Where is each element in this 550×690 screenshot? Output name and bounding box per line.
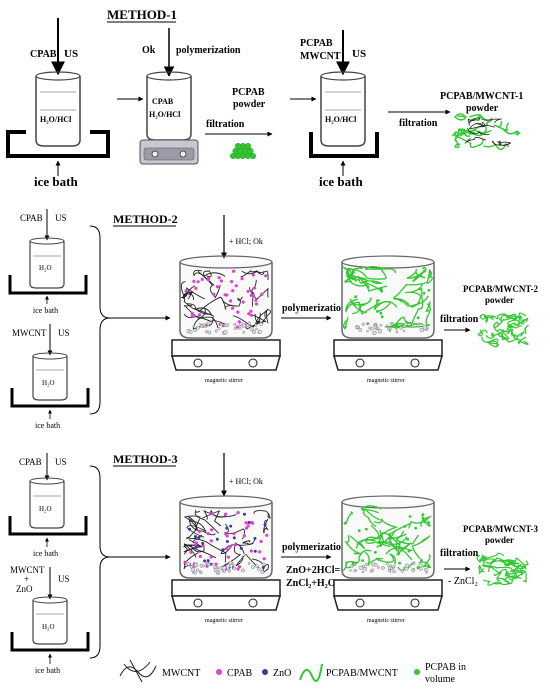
reaction-equation-2: ZnCl₂+H₂O — [286, 578, 336, 589]
large-beaker-m3-reaction — [179, 495, 273, 579]
large-beaker-m2-reaction — [179, 255, 273, 339]
pcpab-mwcnt-3-powder-icon — [476, 552, 529, 586]
large-beaker-m2-product — [341, 255, 435, 339]
beaker-1-content: H₂O/HCl — [40, 115, 72, 124]
polymerization-m3: polymerization — [282, 542, 347, 553]
pcpab-mwcnt-1-composite-icon — [452, 113, 521, 151]
mwcnt-label-m3: MWCNT — [10, 565, 45, 575]
mwcnt-input-label: MWCNT — [300, 51, 341, 62]
pcpab-powder-icon — [229, 142, 256, 159]
ok-label: Ok — [142, 45, 156, 56]
pcpab-mwcnt-2-powder-icon — [477, 312, 529, 348]
method-2-title: METHOD-2 — [113, 212, 178, 226]
legend: MWCNT CPAB ZnO PCPAB/MWCNT PCPAB in volu… — [119, 659, 466, 685]
polymerization-m2: polymerization — [282, 303, 347, 314]
legend-mwcnt-label: MWCNT — [162, 668, 200, 679]
beaker-2-top: CPAB — [152, 97, 174, 106]
legend-pcpab-mwcnt-icon — [299, 663, 323, 682]
us-label-5: US — [55, 457, 67, 467]
beaker-m2-cpab-content: H₂O — [39, 264, 52, 272]
plus-label-m3: + — [24, 574, 29, 584]
product-3-powder: powder — [485, 535, 514, 545]
filtration-m3: filtration — [440, 548, 479, 559]
legend-pcpab-volume-label-2: volume — [425, 674, 456, 685]
beaker-m2-mwcnt — [32, 352, 68, 401]
product-2-label: PCPAB/MWCNT-2 — [463, 284, 538, 294]
method-1: METHOD-1 CPAB US H₂O/HCl ice bath Ok pol… — [6, 7, 523, 189]
ice-bath-m2-2: ice bath — [35, 421, 60, 430]
beaker-m3-cpab — [29, 477, 65, 529]
beaker-1 — [35, 71, 81, 147]
minus-zncl2-label: - ZnCl₂ — [448, 576, 478, 587]
method-1-title: METHOD-1 — [107, 7, 177, 22]
legend-pcpab-mwcnt-label: PCPAB/MWCNT — [326, 668, 398, 679]
magnetic-stirrer-1 — [139, 139, 199, 165]
us-label-6: US — [58, 574, 70, 584]
cpab-label: CPAB — [30, 49, 57, 60]
beaker-3-content: H₂O/HCl — [325, 115, 357, 124]
magnetic-stirrer-m2-1 — [171, 339, 281, 371]
us-label: US — [64, 48, 78, 60]
pcpab-mwcnt-in-volume-m3 — [342, 505, 433, 574]
large-beaker-m3-product — [341, 495, 435, 579]
reaction-equation-1: ZnO+2HCl= — [286, 565, 340, 576]
legend-pcpab-volume-label-1: PCPAB in — [425, 662, 466, 673]
method-3-title: METHOD-3 — [113, 452, 178, 466]
filtration-m2: filtration — [440, 314, 479, 325]
hcl-ok-label-m2: + HCl; Ok — [229, 237, 263, 246]
beaker-3 — [320, 71, 366, 147]
hcl-ok-label-m3: + HCl; Ok — [229, 477, 263, 486]
mwcnt-cpab-mixture — [180, 269, 271, 335]
pcpab-powder-label-1: PCPAB — [232, 87, 265, 98]
pcpab-input-label: PCPAB — [300, 38, 333, 49]
product-1-powder: powder — [466, 103, 499, 114]
pcpab-powder-label-2: powder — [233, 99, 266, 110]
magnetic-stirrer-m3-2 — [333, 579, 443, 611]
beaker-m3-cpab-content: H₂O — [39, 505, 52, 513]
beaker-2 — [146, 71, 192, 141]
legend-pcpab-volume-dot — [414, 669, 420, 675]
legend-cpab-label: CPAB — [227, 668, 253, 679]
magnetic-stirrer-label-m3-1: magnetic stirrer — [205, 618, 243, 624]
legend-zno-dot — [262, 669, 268, 675]
mwcnt-label-m2: MWCNT — [12, 328, 47, 338]
cpab-label-2: CPAB — [20, 213, 43, 223]
magnetic-stirrer-label-m3-2: magnetic stirrer — [367, 618, 405, 624]
beaker-m3-mwcnt-zno — [32, 596, 68, 645]
ice-bath-m2-1: ice bath — [33, 306, 58, 315]
product-3-label: PCPAB/MWCNT-3 — [463, 524, 538, 534]
legend-mwcnt-icon — [119, 659, 157, 683]
zno-label-m3: ZnO — [16, 584, 33, 594]
beaker-m3-mwcnt-content: H₂O — [42, 623, 55, 631]
us-label-3: US — [55, 213, 67, 223]
cpab-label-3: CPAB — [19, 457, 42, 467]
filtration-label-2: filtration — [399, 118, 438, 129]
ice-bath-2: ice bath — [319, 174, 363, 189]
legend-cpab-dot — [216, 669, 222, 675]
method-2: METHOD-2 CPAB US H₂O ice bath MWCNT US H… — [8, 209, 538, 430]
magnetic-stirrer-m3-1 — [171, 579, 281, 611]
us-label-2: US — [352, 48, 366, 60]
magnetic-stirrer-m2-2 — [333, 339, 443, 371]
pcpab-mwcnt-in-volume — [342, 265, 433, 335]
ice-bath-m3-2: ice bath — [35, 666, 60, 675]
ice-bath-1: ice bath — [34, 174, 78, 189]
us-label-4: US — [58, 328, 70, 338]
product-2-powder: powder — [485, 295, 514, 305]
magnetic-stirrer-label-m2-2: magnetic stirrer — [367, 378, 405, 384]
beaker-m2-cpab — [29, 237, 65, 289]
magnetic-stirrer-label-m2-1: magnetic stirrer — [205, 378, 243, 384]
legend-zno-label: ZnO — [273, 668, 291, 679]
polymerization-label: polymerization — [176, 45, 241, 56]
mwcnt-cpab-zno-mixture — [182, 509, 271, 575]
ice-bath-m3-1: ice bath — [33, 549, 58, 558]
beaker-m2-mwcnt-content: H₂O — [42, 379, 55, 387]
product-1-label: PCPAB/MWCNT-1 — [440, 91, 523, 102]
beaker-2-bottom: H₂O/HCl — [149, 110, 181, 119]
method-3: METHOD-3 CPAB US H₂O ice bath MWCNT + Zn… — [8, 452, 538, 675]
filtration-label-1: filtration — [206, 119, 245, 130]
